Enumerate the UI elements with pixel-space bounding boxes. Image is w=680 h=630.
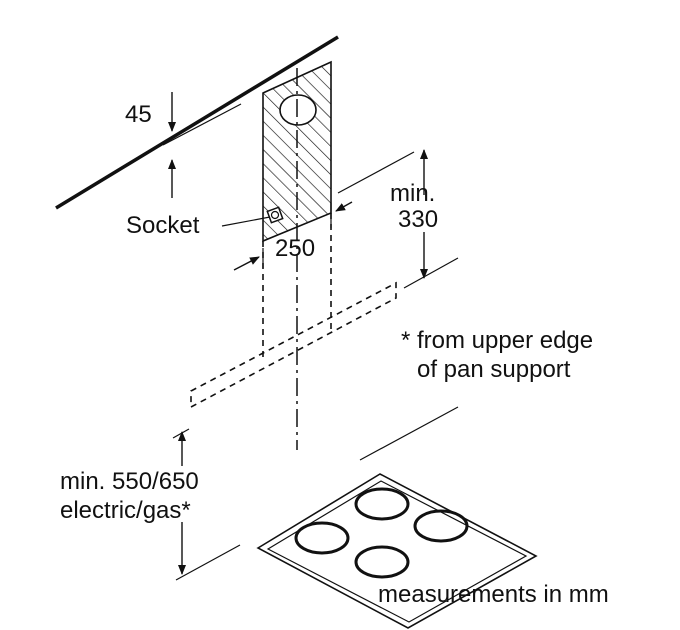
min-550-label-line1: min. 550/650 [60,468,199,495]
ceiling-line [55,35,339,210]
hood-outline [190,281,397,409]
pan-support-note-line1: * from upper edge [401,327,594,354]
dimension-45-label: 45 [125,101,152,128]
socket-leader [221,216,271,227]
min-330-label-line2: 330 [398,206,439,233]
hob-frame-outer [256,473,538,629]
min-550-label-line2: electric/gas* [60,497,191,524]
duct-opening [279,94,317,126]
hob-frame-inner [266,480,528,623]
burner-left [294,521,350,555]
burner-back [354,487,410,521]
dimension-250-label: 250 [275,235,316,262]
pan-support-note-line2: of pan support [417,356,571,383]
burner-right [413,509,469,543]
min-330-label-line1: min. [390,180,436,207]
burner-front [354,545,410,579]
socket-label: Socket [126,212,200,239]
units-note: measurements in mm [378,581,609,608]
